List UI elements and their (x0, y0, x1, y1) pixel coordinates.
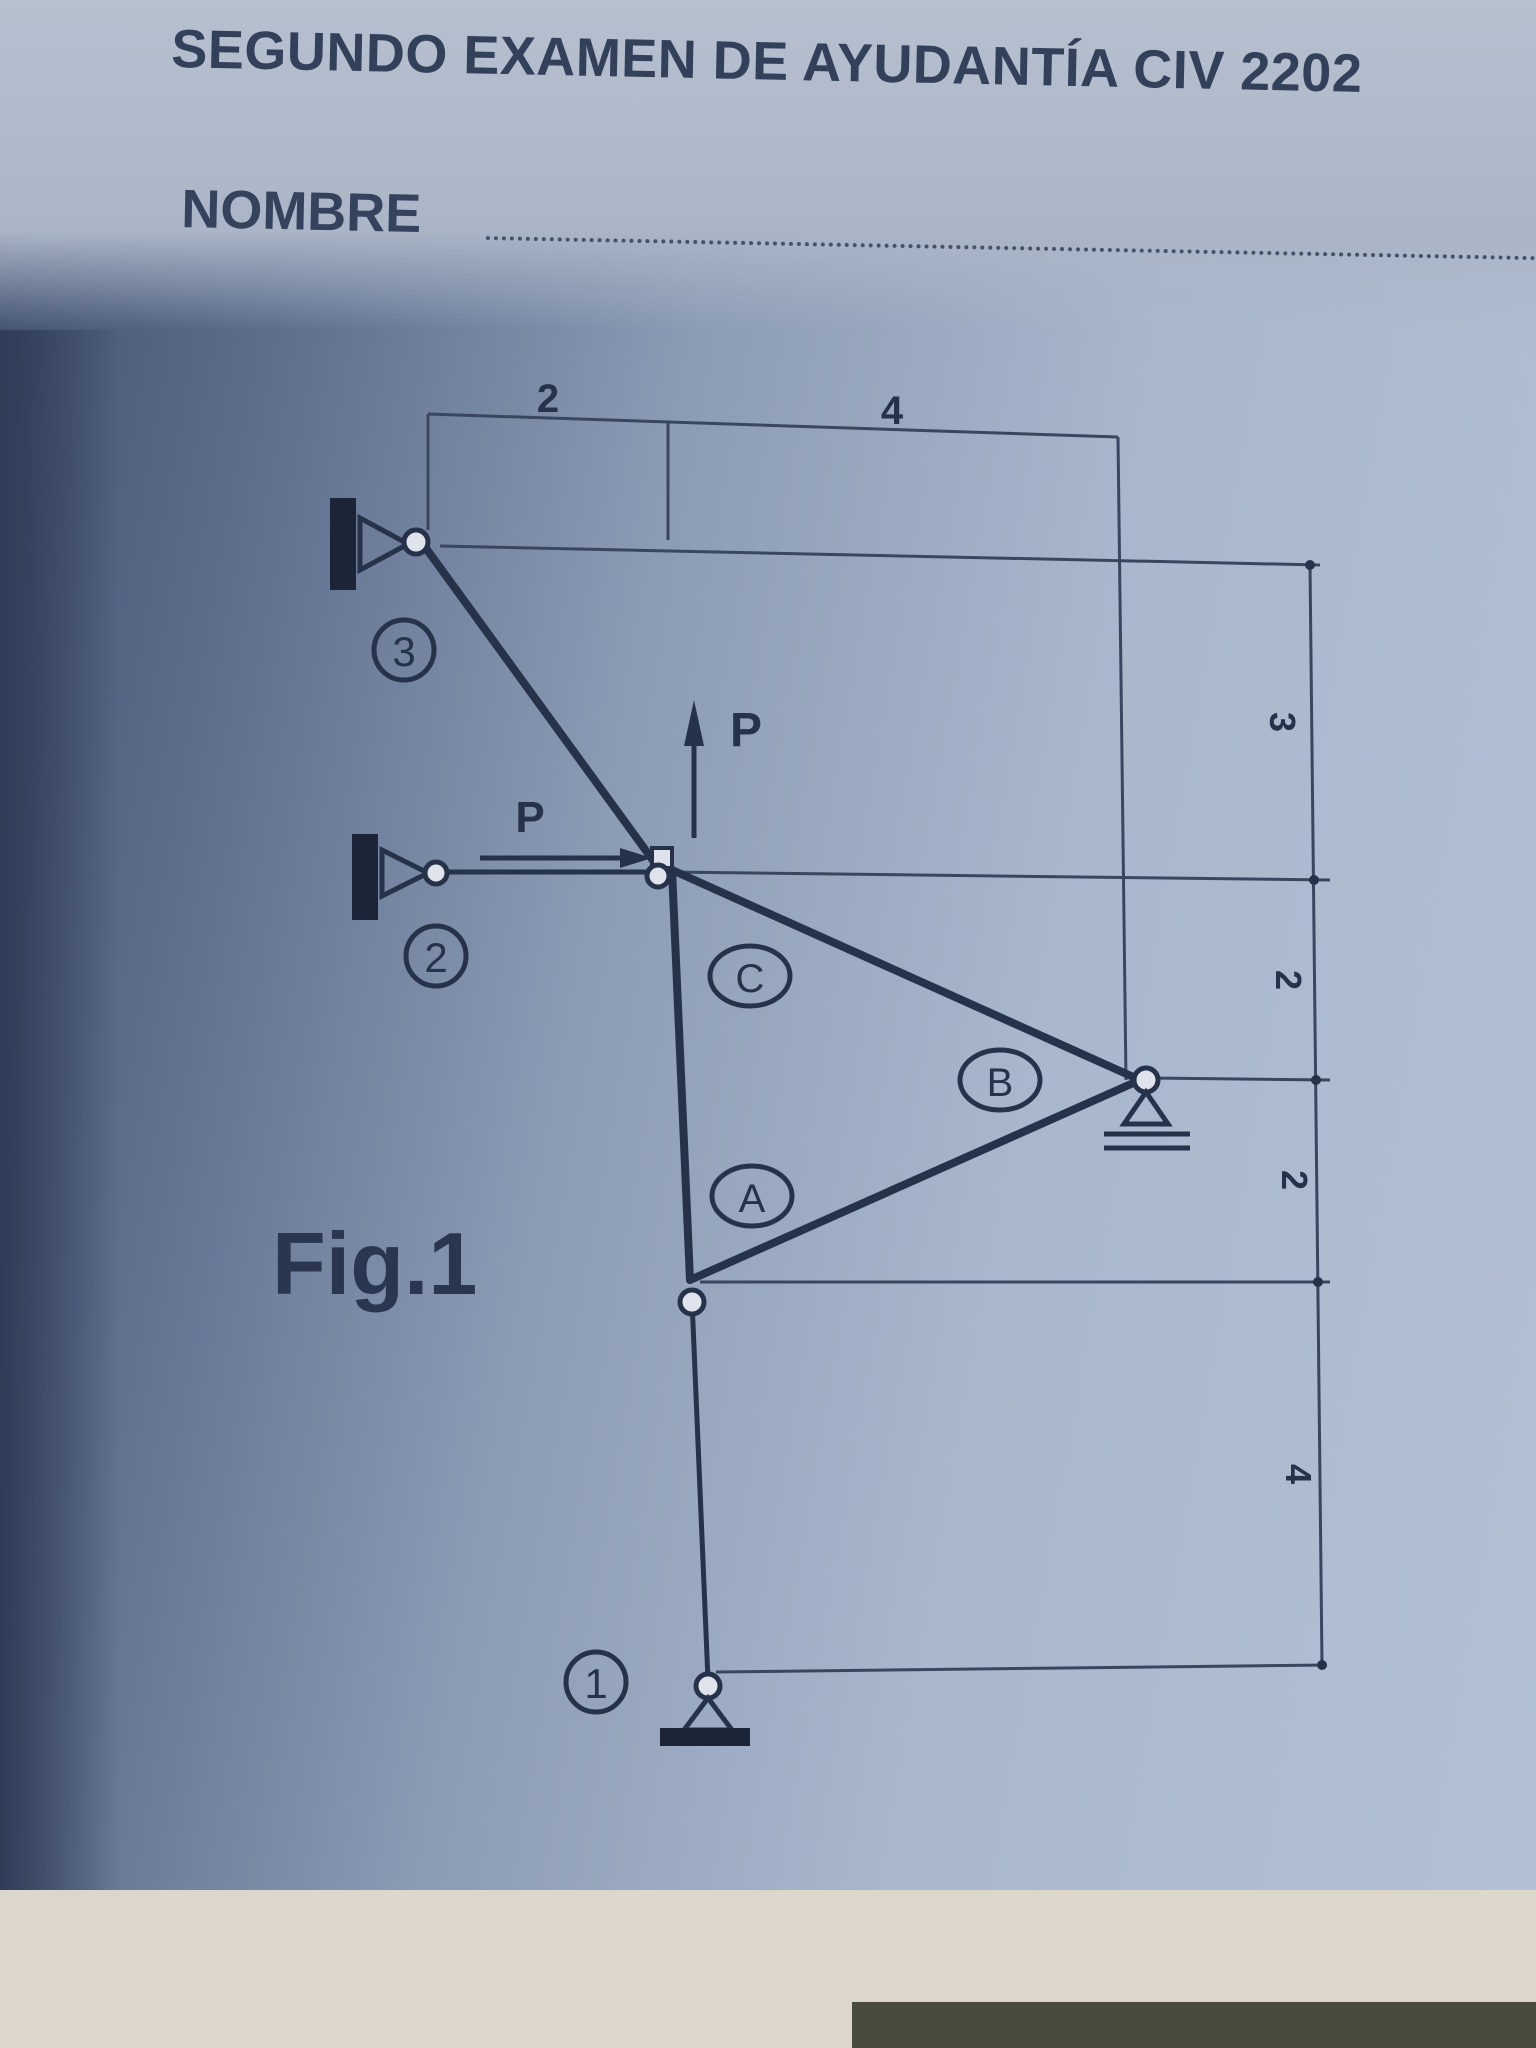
support-2 (352, 834, 450, 920)
member-b (668, 866, 1144, 1084)
top-dimension: 2 4 (426, 377, 1128, 1081)
member-3 (416, 536, 664, 874)
member-label-c: C (707, 943, 793, 1009)
member-label-a: A (709, 1163, 795, 1229)
load-label-horizontal: P (515, 793, 544, 842)
structure-diagram: 2 4 3 2 2 4 (272, 377, 1331, 1746)
dim-right-1: 3 (1262, 712, 1303, 732)
support-label-3: 3 (371, 617, 437, 683)
svg-text:3: 3 (392, 628, 415, 675)
support-label-2: 2 (403, 923, 469, 989)
background-object (852, 2002, 1536, 2048)
dim-right-2: 2 (1268, 970, 1309, 990)
figure-caption: Fig.1 (272, 1214, 477, 1313)
support-1 (660, 1671, 750, 1746)
support-label-1: 1 (563, 1649, 629, 1715)
members (416, 536, 1144, 1683)
right-dimension: 3 2 2 4 (1262, 560, 1327, 1670)
dim-right-4: 4 (1278, 1464, 1319, 1484)
svg-text:2: 2 (424, 934, 447, 981)
dim-right-3: 2 (1274, 1170, 1315, 1190)
member-1 (689, 1297, 711, 1683)
dim-top-2: 4 (881, 389, 904, 433)
member-label-b: B (957, 1047, 1043, 1113)
paper-highlight (0, 0, 1536, 330)
dim-top-1: 2 (537, 377, 559, 421)
member-a (686, 1076, 1144, 1284)
svg-text:B: B (987, 1061, 1014, 1105)
svg-text:1: 1 (584, 1660, 607, 1707)
load-label-vertical: P (730, 704, 762, 757)
svg-text:A: A (739, 1177, 766, 1221)
load-vertical: P (684, 700, 762, 838)
member-c (668, 866, 694, 1284)
load-horizontal: P (480, 793, 652, 868)
support-3 (330, 498, 431, 590)
roller-support-b (1104, 1065, 1190, 1151)
svg-text:C: C (736, 957, 765, 1001)
paper-shadow (0, 330, 120, 1890)
reference-lines (439, 544, 1331, 1674)
